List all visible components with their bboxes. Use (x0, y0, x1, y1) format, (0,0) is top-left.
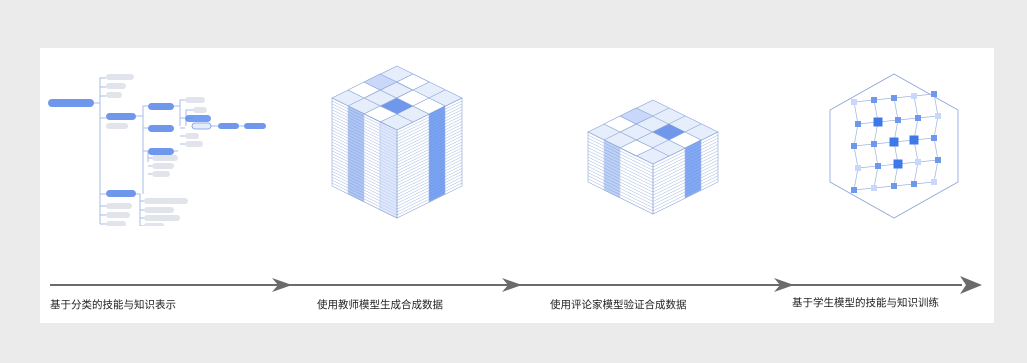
lattice-node (871, 141, 877, 147)
lattice-node (851, 187, 857, 193)
arrowhead-4 (960, 276, 982, 294)
large-data-cube-icon (331, 65, 463, 219)
stage-2-caption: 使用教师模型生成合成数据 (317, 299, 443, 311)
lattice-node (935, 113, 941, 119)
lattice-node (915, 115, 921, 121)
small-data-cube-icon (587, 99, 719, 215)
lattice-node (875, 163, 881, 169)
lattice-node (889, 137, 899, 147)
lattice-node (911, 181, 917, 187)
lattice-node (855, 165, 861, 171)
lattice-node (915, 159, 921, 165)
lattice-node (891, 95, 897, 101)
taxonomy-tree-icon (48, 74, 266, 226)
lattice-node (851, 143, 857, 149)
arrowhead-2 (502, 278, 522, 292)
lattice-node (873, 117, 883, 127)
lattice-node (891, 183, 897, 189)
lattice-node (911, 93, 917, 99)
lattice-node (855, 121, 861, 127)
lattice-node (931, 91, 937, 97)
molecular-lattice-icon (829, 73, 959, 219)
arrowhead-1 (272, 278, 292, 292)
arrowhead-3 (774, 278, 794, 292)
lattice-node (895, 117, 901, 123)
diagram-panel (40, 48, 994, 323)
lattice-node (851, 99, 857, 105)
stage-3-caption: 使用评论家模型验证合成数据 (550, 299, 687, 311)
lattice-node (931, 135, 937, 141)
lattice-node (893, 159, 903, 169)
stage-4-caption: 基于学生模型的技能与知识训练 (792, 297, 939, 309)
lattice-node (935, 157, 941, 163)
lattice-node (931, 179, 937, 185)
lattice-node (909, 135, 919, 145)
lattice-node (871, 185, 877, 191)
lattice-node (871, 97, 877, 103)
stage-1-caption: 基于分类的技能与知识表示 (50, 299, 176, 311)
